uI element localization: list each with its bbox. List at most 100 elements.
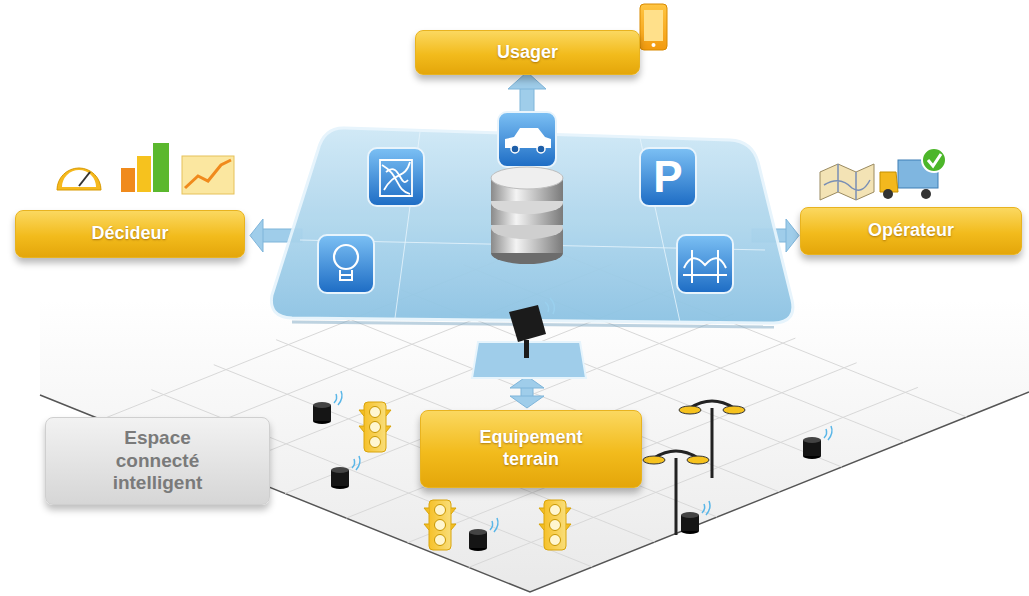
truck-icon	[880, 172, 898, 192]
sensor-beacon	[702, 501, 710, 515]
bar-chart-icon	[137, 156, 151, 192]
map-icon	[820, 164, 874, 200]
traffic-light	[429, 500, 451, 550]
street-lamp	[723, 406, 745, 414]
car-icon	[498, 112, 556, 167]
database-cylinder	[491, 167, 563, 264]
traffic-light	[550, 505, 561, 516]
traffic-light	[435, 520, 446, 531]
traffic-light	[370, 437, 381, 448]
street-lamp	[643, 456, 665, 464]
traffic-light	[424, 500, 456, 550]
sensor-beacon	[313, 402, 331, 408]
car-icon	[511, 145, 519, 153]
gauge-icon	[57, 168, 101, 190]
gauge-icon	[57, 168, 101, 190]
bridge-icon	[677, 235, 733, 293]
car-icon	[537, 145, 545, 153]
traffic-light	[435, 535, 446, 546]
flow-arrow	[510, 396, 544, 408]
parking-icon	[640, 148, 696, 206]
traffic-light	[435, 505, 446, 516]
map-icon	[820, 164, 874, 200]
floor-grid	[346, 338, 795, 518]
node-label: Equipement terrain	[466, 427, 596, 470]
traffic-light	[370, 422, 381, 433]
line-chart-icon	[185, 160, 231, 188]
node-label: Espace connecté intelligent	[98, 427, 218, 495]
floor-grid	[40, 300, 1029, 592]
car-icon	[498, 112, 556, 167]
car-icon	[505, 128, 551, 148]
street-lamp	[679, 401, 745, 478]
operator-box: Opérateur	[800, 207, 1022, 255]
bridge-icon	[677, 235, 733, 293]
sensor-beacon	[331, 467, 349, 473]
map-icon	[824, 164, 870, 200]
phone-icon	[640, 4, 667, 50]
line-chart-icon	[182, 156, 234, 194]
sensor-beacon	[490, 518, 498, 532]
bar-chart-icon	[121, 168, 135, 192]
traffic-light	[364, 402, 386, 452]
traffic-light	[544, 500, 566, 550]
illustration	[313, 391, 832, 551]
gauge-icon	[62, 170, 96, 187]
traffic-light	[550, 520, 561, 531]
database-cylinder	[491, 167, 563, 189]
street-lamp	[679, 406, 701, 414]
gauge-icon	[79, 172, 90, 186]
sensor-beacon	[803, 426, 832, 459]
sensor-beacon	[352, 456, 360, 470]
node-label: Opérateur	[868, 220, 954, 242]
gateway-device	[472, 298, 586, 378]
sensor-beacon	[681, 512, 699, 518]
phone-icon	[644, 10, 663, 41]
sensor-beacon	[313, 391, 342, 424]
parking-letter: P	[640, 148, 696, 206]
lighting-icon	[340, 270, 352, 280]
flow-arrow	[786, 219, 799, 252]
floor-grid	[276, 340, 717, 517]
floor-grid	[408, 363, 857, 543]
truck-icon	[883, 189, 893, 199]
sensor-beacon	[469, 529, 487, 535]
flow-arrow	[250, 72, 799, 408]
floor-grid	[339, 315, 780, 492]
network-icon	[368, 148, 424, 206]
traffic-light	[370, 407, 381, 418]
sensor-beacon	[469, 518, 498, 551]
flow-arrow	[250, 219, 263, 252]
space-label-box: Espace connecté intelligent	[45, 417, 270, 505]
lighting-icon	[334, 245, 358, 269]
gateway-device	[524, 340, 529, 358]
bar-chart-icon	[121, 143, 169, 192]
sensor-beacon	[803, 437, 821, 443]
decision-maker-box: Décideur	[15, 210, 245, 258]
line-chart-icon	[182, 156, 234, 194]
node-label: Usager	[497, 42, 558, 64]
traffic-light	[539, 500, 571, 550]
lighting-icon	[318, 235, 374, 293]
user-box: Usager	[415, 30, 640, 75]
gateway-device	[545, 298, 554, 314]
truck-icon	[928, 154, 941, 166]
sensor-beacon	[681, 501, 710, 534]
network-icon	[380, 160, 412, 196]
bridge-icon	[683, 250, 727, 283]
lighting-icon	[318, 235, 374, 293]
traffic-light	[550, 535, 561, 546]
traffic-light	[359, 402, 391, 452]
network-icon	[368, 148, 424, 206]
phone-icon	[640, 4, 667, 50]
truck-icon	[922, 148, 946, 172]
truck-icon	[921, 189, 931, 199]
bar-chart-icon	[153, 143, 169, 192]
truck-icon	[880, 148, 946, 199]
node-label: Décideur	[91, 223, 168, 245]
sensor-beacon	[331, 456, 360, 489]
